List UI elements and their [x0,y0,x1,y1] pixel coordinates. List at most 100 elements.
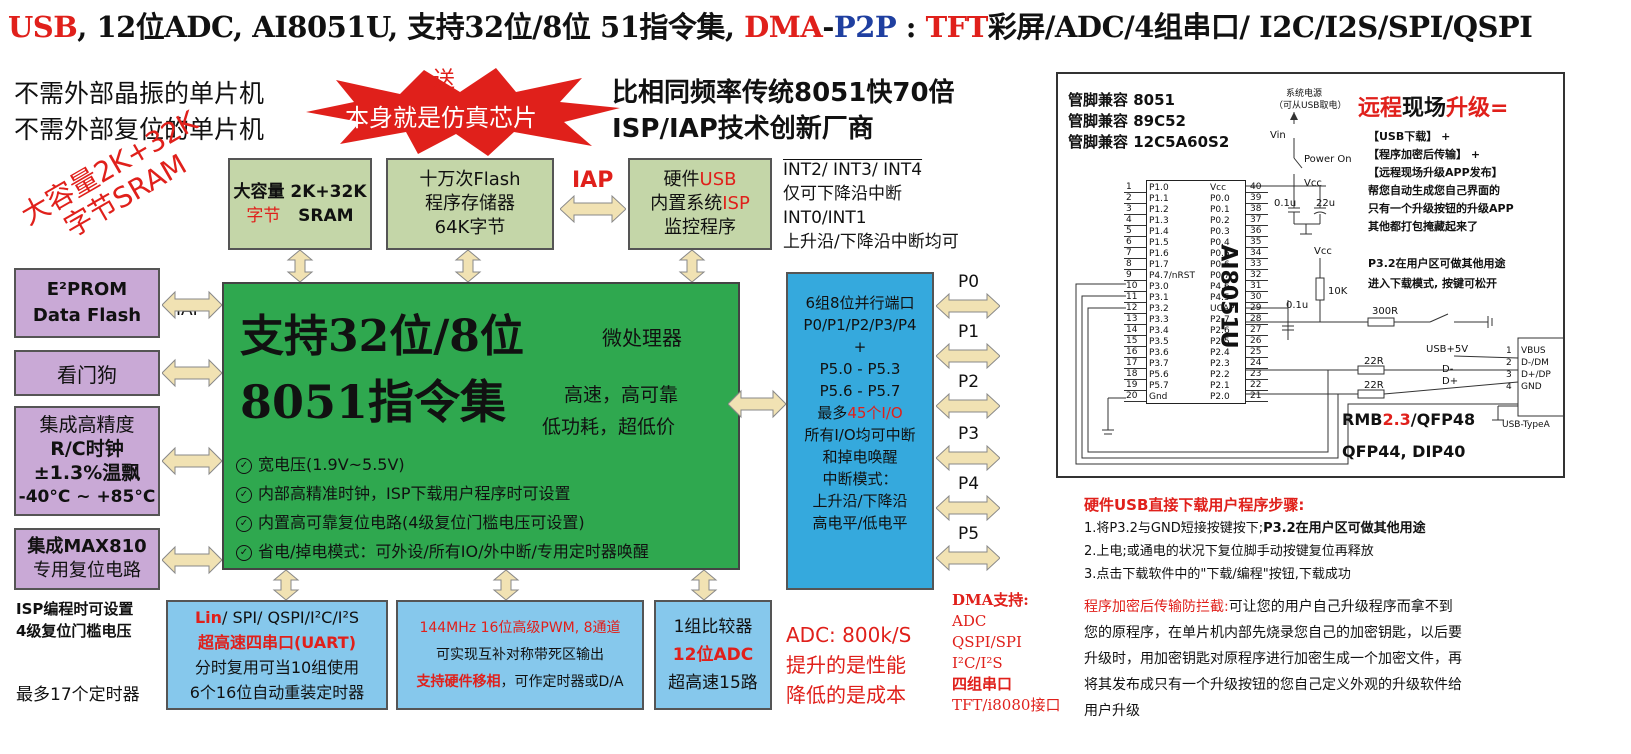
adc-note-line1: ADC: 800k/S [786,623,912,647]
rc-line1: 集成高精度 [39,414,135,436]
pin-number: 34 [1250,248,1262,258]
pin-label: P2.1 [1210,381,1230,391]
pin-number: 36 [1250,226,1262,236]
adc-note-line2: 提升的是性能 [786,653,906,677]
pin-number: 35 [1250,237,1262,247]
ports-line8: 和掉电唤醒 [822,448,898,466]
pin-line [1124,291,1146,292]
pin-number: 28 [1250,314,1262,324]
flash-box-line3: 64K字节 [434,217,506,238]
pin-line [1246,324,1268,325]
compat-12c5a: 管脚兼容 12C5A60S2 [1068,133,1230,151]
pin-label: P2.0 [1210,392,1230,402]
isp-note-line2: 4级复位门槛电压 [16,622,132,640]
flash-box-line2: 程序存储器 [425,193,515,214]
pin-label: P0.2 [1210,216,1230,226]
pin-label: P1.4 [1149,227,1169,237]
cap1-label: 0.1u [1274,198,1297,209]
usb-pin-label: D-/DM [1521,358,1549,368]
pin-line [1124,214,1146,215]
pin-label: P3.2 [1149,304,1169,314]
ports-line7: 所有I/O均可中断 [804,426,916,444]
port-arrow-p0 [936,292,1000,320]
dma-item-i2c: I²C/I²S [952,654,1003,672]
port-label-p0: P0 [958,272,980,292]
adc-box: 1组比较器 12位ADC 超高速15路 [654,600,772,710]
dma-item-uart: 四组串口 [952,675,1013,693]
pin-label: P2.7 [1210,315,1230,325]
pin-line [1124,357,1146,358]
usb-steps: 硬件USB直接下载用户程序步骤: 1.将P3.2与GND短接按键按下;P3.2在… [1084,494,1426,586]
adc-line1: 1组比较器 [673,617,753,637]
uart-line4: 6个16位自动重装定时器 [189,683,365,702]
pin-number: 5 [1126,226,1132,236]
pin-label: P0.4 [1210,238,1230,248]
pin-number: 24 [1250,358,1262,368]
sram-box-bytes: 字节 [246,206,281,226]
usb-step1a: 1.将P3.2与GND短接按键按下; [1084,521,1264,536]
pin-number: 40 [1250,182,1262,192]
pin-number: 2 [1126,193,1132,203]
encrypt-text1: 可让您的用户自己升级程序而拿不到 [1228,599,1453,615]
pin-label: P2.4 [1210,348,1230,358]
pin-line [1124,346,1146,347]
usb-box-usb: USB [699,169,737,190]
timers-note: 最多17个定时器 [16,685,140,705]
vin-label: Vin [1270,130,1286,141]
pin-number: 3 [1126,204,1132,214]
ports-line5: P5.6 - P5.7 [819,382,901,400]
max810-box: 集成MAX810 专用复位电路 [14,528,160,590]
header-dma: DMA [744,10,823,44]
pin-label: P0.3 [1210,227,1230,237]
sram-box-sram: SRAM [298,206,354,226]
pin-line [1246,214,1268,215]
usb-step3: 3.点击下载软件中的"下载/编程"按钮,下载成功 [1084,567,1351,582]
max810-core-arrow [162,545,222,575]
pin-label: P0.5 [1210,249,1230,259]
core-ports-arrow [728,389,786,419]
pin-line [1246,192,1268,193]
usb-box-monitor: 监控程序 [664,217,736,238]
port-arrow-p5 [936,544,1000,572]
pin-line [1246,313,1268,314]
price-package: RMB2.3/QFP48 [1342,410,1475,429]
core-pwm-arrow [492,570,520,600]
dplus-label: D+ [1442,376,1459,387]
pin-label: P1.1 [1149,194,1169,204]
int-line4: 上升沿/下降沿中断均可 [783,232,959,252]
r10k-label: 10K [1328,286,1348,297]
max810-line2: 专用复位电路 [33,560,141,581]
pin-number: 15 [1126,336,1138,346]
encrypt-title: 程序加密后传输防拦截: [1084,599,1229,615]
core-item-reset: ✓内置高可靠复位电路(4级复位门槛电压可设置) [236,508,649,537]
packages: QFP44, DIP40 [1342,442,1466,461]
usb-pin-number: 2 [1506,358,1512,368]
pin-line [1246,357,1268,358]
int-line3: INT0/INT1 [783,208,867,228]
isp-iap-text: ISP/IAP技术创新厂商 [612,114,874,144]
vcc-label-1: Vcc [1304,178,1322,189]
header-colon: : [896,10,926,44]
core-feat1: 高速，高可靠 [564,384,679,406]
pin-label: P3.7 [1149,359,1169,369]
usb-box-hw: 硬件 [663,169,700,190]
adc-note-line3: 降低的是成本 [786,683,906,707]
pin-line [1124,280,1146,281]
pin-line [1124,368,1146,369]
pin-number: 21 [1250,391,1262,401]
core-uart-arrow [272,570,300,600]
pin-number: 39 [1250,193,1262,203]
ports-line4: P5.0 - P5.3 [819,360,901,378]
iap-top-arrow [560,194,626,224]
dma-title: DMA支持: [952,591,1029,609]
pin-line [1124,203,1146,204]
pin-label: P1.7 [1149,260,1169,270]
p32-note: P3.2在用户区可做其他用途 进入下载模式, 按键可松开 [1368,254,1506,294]
core-item-clock: ✓内部高精准时钟，ISP下载用户程序时可设置 [236,479,649,508]
encrypt-line: 升级时，用加密钥匙对原程序进行加密生成一个加密文件，再 [1084,651,1462,667]
pin-line [1246,368,1268,369]
pin-number: 19 [1126,380,1138,390]
usb-core-arrow [678,250,706,282]
pin-line [1246,379,1268,380]
pwm-line2: 可实现互补对称带死区输出 [436,646,604,663]
